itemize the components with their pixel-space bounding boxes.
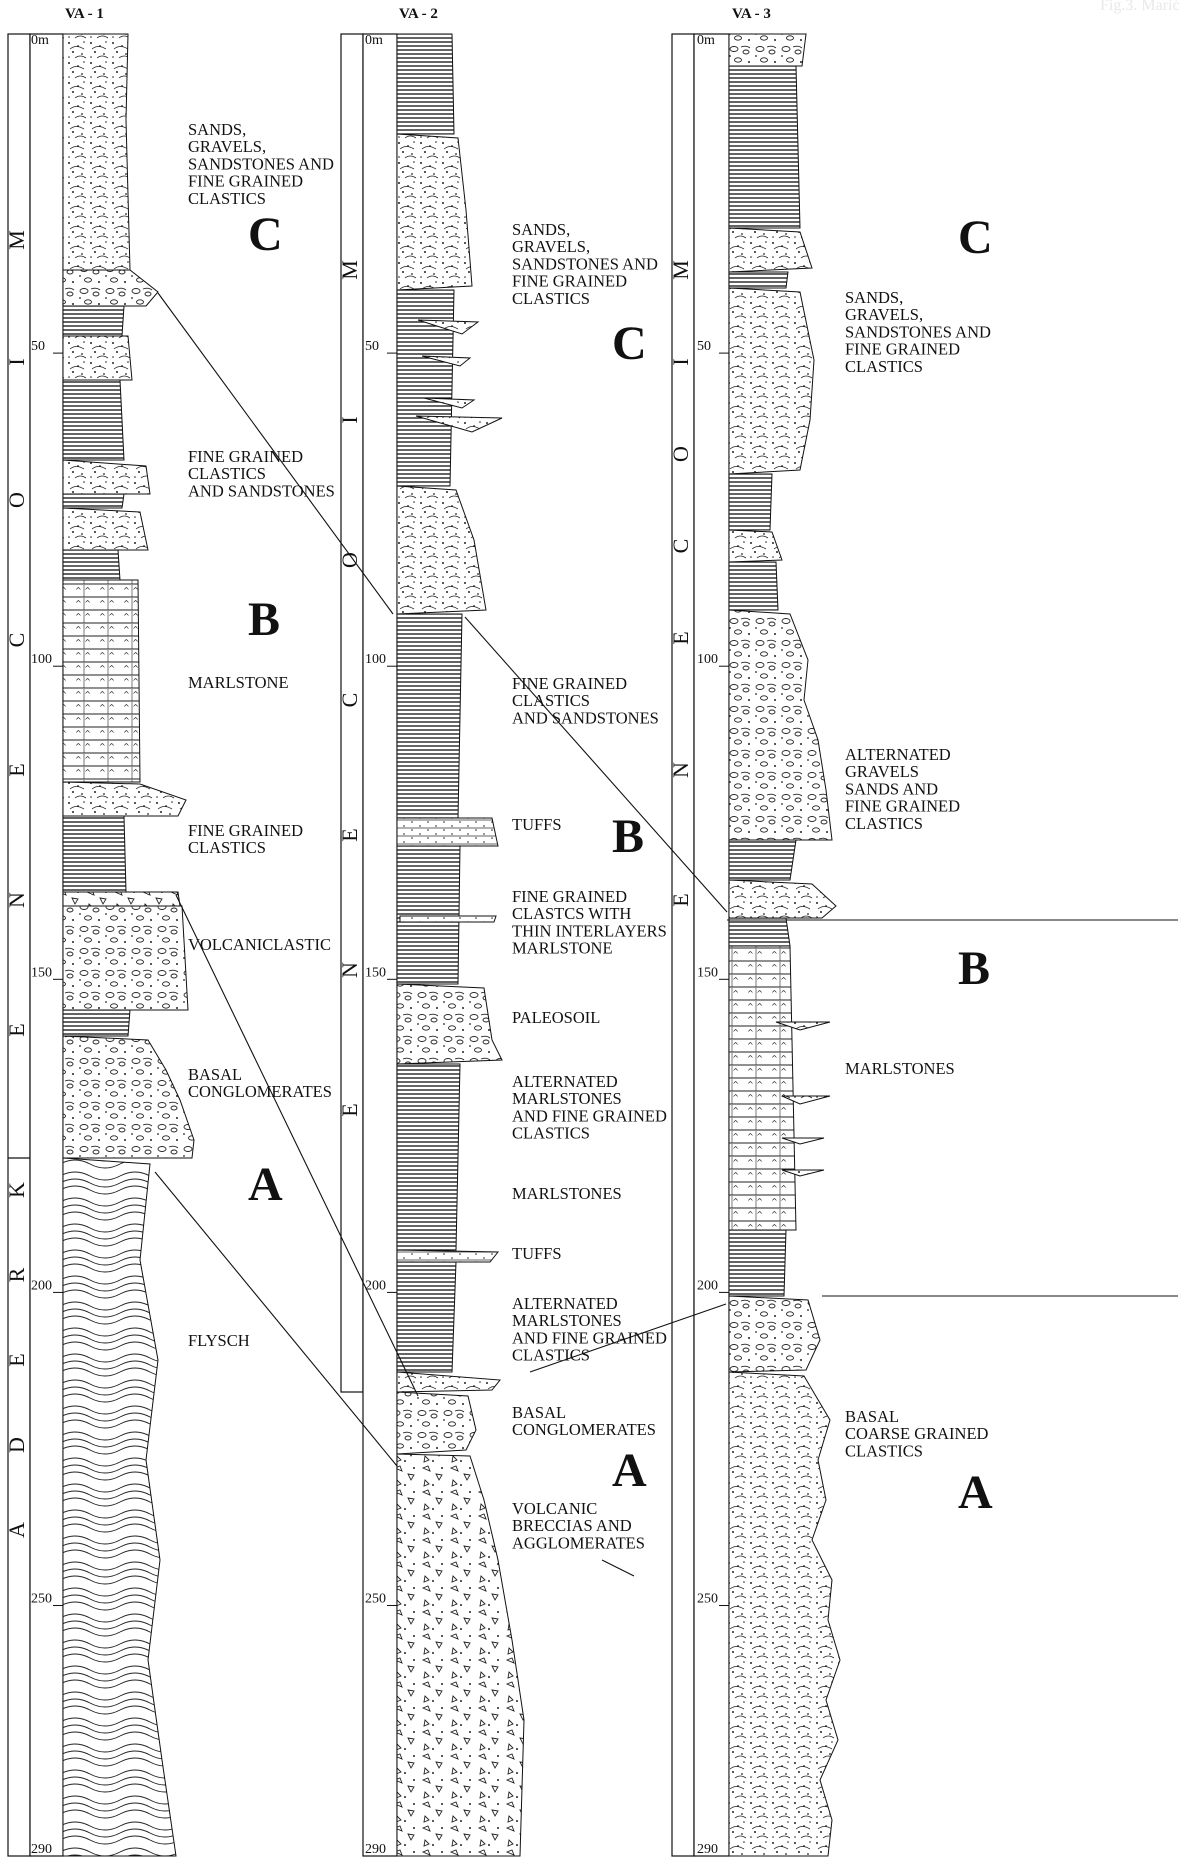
lithology-log [397, 34, 524, 1856]
depth-label: 150 [697, 965, 718, 980]
era-letter: E [668, 631, 693, 644]
depth-label: 250 [697, 1592, 718, 1607]
depth-label: 100 [31, 652, 52, 667]
era-letter: O [4, 492, 29, 508]
era-letter: A [4, 1522, 29, 1538]
lithology-label: PALEOSOIL [512, 1008, 600, 1027]
depth-label: 50 [697, 339, 711, 354]
lithology-label: SANDS,GRAVELS,SANDSTONES ANDFINE GRAINED… [512, 220, 658, 308]
column-va3: VA - 3 M I O C E N E 0m 50 100 150 200 250 290 [668, 6, 993, 1857]
depth-label: 290 [697, 1842, 718, 1857]
depth-scale [30, 34, 63, 1856]
lithology-label: TUFFS [512, 815, 562, 834]
era-bar [8, 34, 30, 1856]
depth-scale [363, 34, 397, 1856]
leader-line [602, 1560, 634, 1576]
era-letter: M [4, 230, 29, 250]
era-letter: E [337, 1103, 362, 1116]
era-letter: I [4, 358, 29, 365]
era-letter: M [337, 260, 362, 280]
lithology-label: TUFFS [512, 1244, 562, 1263]
era-letter: I [337, 416, 362, 423]
lithology-label: VOLCANICLASTIC [188, 935, 331, 954]
depth-label: 100 [697, 652, 718, 667]
unit-letter: B [958, 942, 990, 995]
era-letter: R [4, 1267, 29, 1282]
depth-label: 290 [31, 1842, 52, 1857]
unit-letter: C [958, 211, 993, 264]
era-letter: N [4, 892, 29, 908]
era-letter: E [4, 763, 29, 776]
unit-letter: C [612, 317, 647, 370]
depth-label: 250 [31, 1592, 52, 1607]
depth-label: 100 [365, 652, 386, 667]
lithology-label: FLYSCH [188, 1331, 250, 1350]
depth-label: 0m [31, 33, 49, 48]
lithology-label: MARLSTONE [188, 673, 289, 692]
unit-letter: B [248, 593, 280, 646]
depth-label: 290 [365, 1842, 386, 1857]
depth-label: 50 [365, 339, 379, 354]
depth-label: 250 [365, 1592, 386, 1607]
era-letter: N [337, 962, 362, 978]
depth-label: 150 [365, 965, 386, 980]
depth-label: 0m [365, 33, 383, 48]
era-letter: O [668, 446, 693, 462]
column-title: VA - 2 [399, 6, 438, 22]
unit-letters: C B A [958, 211, 993, 1519]
era-letter: C [337, 693, 362, 708]
column-title: VA - 3 [732, 6, 771, 22]
era-letter: C [4, 633, 29, 648]
depth-label: 50 [31, 339, 45, 354]
depth-label: 200 [697, 1278, 718, 1293]
era-letter: E [4, 1023, 29, 1036]
depth-label: 150 [31, 965, 52, 980]
column-va1: VA - 1 M I O C E N E K R E D A 0m 50 100 150 200 250 290 [4, 6, 335, 1857]
era-letter: E [337, 828, 362, 841]
depth-label: 200 [365, 1278, 386, 1293]
era-letter: N [668, 762, 693, 778]
unit-letters: C B A [248, 208, 283, 1211]
unit-letter: B [612, 810, 644, 863]
era-letter: K [4, 1182, 29, 1198]
lithology-log [729, 34, 840, 1856]
depth-label: 0m [697, 33, 715, 48]
era-letter: D [4, 1437, 29, 1453]
corner-note: Fig.3. Marić et al [1100, 0, 1181, 14]
era-letter: E [4, 1353, 29, 1366]
depth-label: 200 [31, 1278, 52, 1293]
lithology-log [63, 34, 194, 1856]
era-bar [341, 34, 363, 1392]
unit-letter: A [958, 1466, 993, 1519]
lithology-label: MARLSTONES [845, 1059, 955, 1078]
column-title: VA - 1 [65, 6, 104, 22]
era-letter: C [668, 539, 693, 554]
unit-letter: A [612, 1444, 647, 1497]
unit-letter: A [248, 1158, 283, 1211]
lithology-label: VOLCANICBRECCIAS ANDAGGLOMERATES [512, 1499, 645, 1552]
era-bar [672, 34, 694, 1856]
unit-letter: C [248, 208, 283, 261]
era-letter: I [668, 358, 693, 365]
era-letter: E [668, 893, 693, 906]
era-letter: M [668, 260, 693, 280]
lithology-label: MARLSTONES [512, 1184, 622, 1203]
depth-scale [694, 34, 729, 1856]
